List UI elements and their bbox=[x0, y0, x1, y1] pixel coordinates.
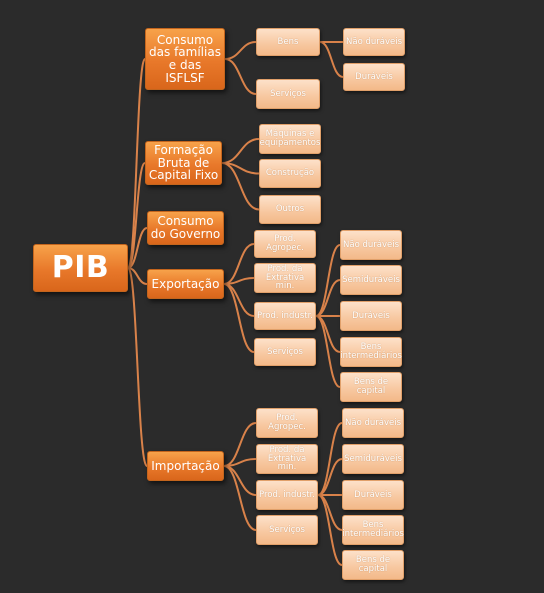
connector-import-to-i-ind bbox=[223, 465, 257, 496]
node-export-nao-duraveis: Não duráveis bbox=[340, 230, 402, 260]
node-import-bens-intermediarios: Bens intermediários bbox=[342, 515, 404, 545]
node-export-industr: Prod. industr. bbox=[254, 302, 316, 330]
connector-consumo-to-c-serv bbox=[224, 58, 257, 95]
node-outros: Outros bbox=[259, 195, 321, 224]
node-export-servicos: Serviços bbox=[254, 338, 316, 366]
node-import-agropec: Prod. Agropec. bbox=[256, 408, 318, 438]
connector-import-to-i-serv bbox=[223, 465, 257, 531]
node-maquinas-equipamentos: Máquinas e equipamentos bbox=[259, 124, 321, 154]
connector-i-ind-to-i-nd bbox=[317, 422, 343, 496]
node-consumo-governo: Consumo do Governo bbox=[147, 211, 224, 245]
node-export-agropec: Prod. Agropec. bbox=[254, 230, 316, 258]
node-importacao: Importação bbox=[147, 451, 224, 481]
connector-import-to-i-agro bbox=[223, 422, 257, 467]
connector-pib-to-formacao bbox=[127, 162, 146, 269]
node-export-bens-capital: Bens de capital bbox=[340, 372, 402, 402]
node-export-duraveis: Duráveis bbox=[340, 301, 402, 331]
node-export-bens-intermediarios: Bens intermediários bbox=[340, 337, 402, 367]
connector-pib-to-consumo bbox=[127, 58, 146, 269]
connector-export-to-e-ext bbox=[223, 277, 255, 285]
node-construcao: Construção bbox=[259, 159, 321, 188]
connector-formacao-to-f-out bbox=[221, 162, 260, 211]
connector-pib-to-export bbox=[127, 267, 148, 285]
node-import-servicos: Serviços bbox=[256, 515, 318, 545]
connector-i-ind-to-i-sd bbox=[317, 458, 343, 496]
connector-e-ind-to-e-bc bbox=[315, 315, 341, 388]
connector-c-bens-to-c-d bbox=[319, 41, 344, 78]
connector-import-to-i-ext bbox=[223, 458, 257, 467]
connector-pib-to-import bbox=[127, 267, 148, 467]
node-import-bens-capital: Bens de capital bbox=[342, 550, 404, 580]
connector-i-ind-to-i-bc bbox=[317, 494, 343, 566]
connector-export-to-e-serv bbox=[223, 283, 255, 353]
connector-e-ind-to-e-sd bbox=[315, 279, 341, 317]
node-exportacao: Exportação bbox=[147, 269, 224, 299]
node-export-semiduraveis: Semiduráveis bbox=[340, 265, 402, 295]
connector-pib-to-governo bbox=[127, 227, 148, 269]
node-export-extrativa: Prod. da Extrativa min. bbox=[254, 263, 316, 293]
node-consumo-familias: Consumo das famílias e das ISFLSF bbox=[145, 28, 225, 90]
node-import-semiduraveis: Semiduráveis bbox=[342, 444, 404, 474]
connector-consumo-to-c-bens bbox=[224, 41, 257, 60]
node-import-duraveis: Duráveis bbox=[342, 480, 404, 510]
connector-formacao-to-f-maq bbox=[221, 138, 260, 164]
node-consumo-servicos: Serviços bbox=[256, 79, 320, 109]
node-consumo-duraveis: Duráveis bbox=[343, 63, 405, 91]
node-consumo-nao-duraveis: Não duráveis bbox=[343, 28, 405, 56]
node-import-industr: Prod. industr. bbox=[256, 480, 318, 510]
node-pib: PIB bbox=[33, 244, 128, 292]
node-formacao-bruta: Formação Bruta de Capital Fixo bbox=[145, 141, 222, 185]
connector-export-to-e-ind bbox=[223, 283, 255, 317]
node-import-extrativa: Prod. da Extrativa min. bbox=[256, 444, 318, 474]
node-import-nao-duraveis: Não duráveis bbox=[342, 408, 404, 438]
node-consumo-bens: Bens bbox=[256, 28, 320, 56]
